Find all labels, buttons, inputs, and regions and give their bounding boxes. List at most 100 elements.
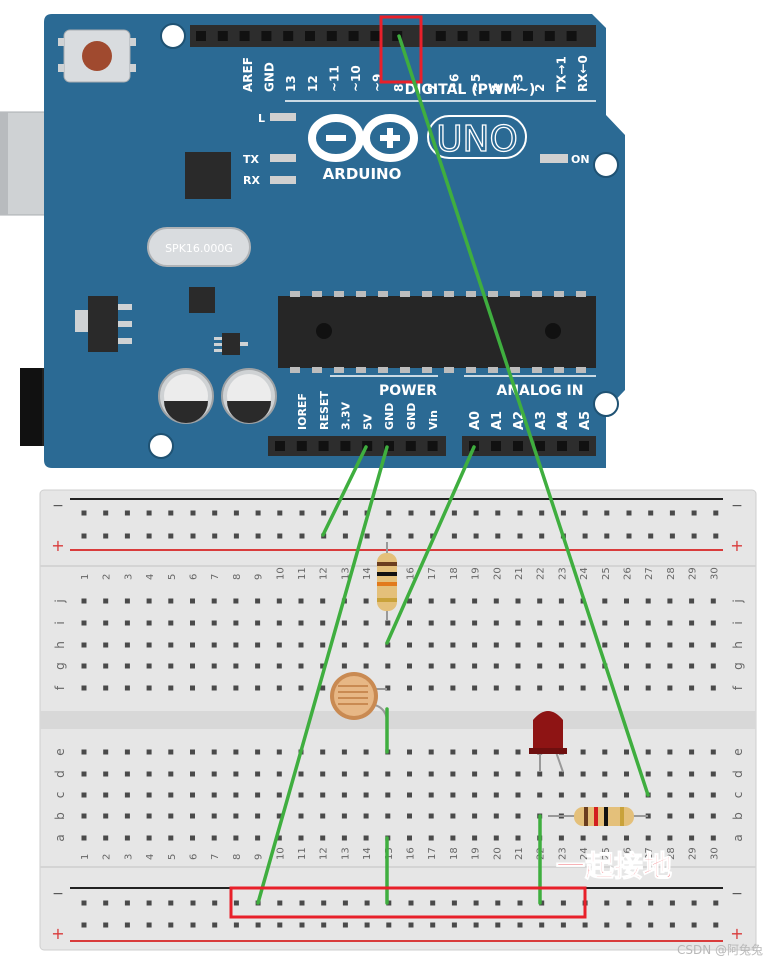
terminal-hole[interactable] (645, 749, 651, 755)
terminal-hole[interactable] (168, 835, 174, 841)
header-hole[interactable] (275, 441, 285, 451)
terminal-hole[interactable] (602, 642, 608, 648)
terminal-hole[interactable] (689, 771, 695, 777)
header-hole[interactable] (579, 441, 589, 451)
rail-hole[interactable] (168, 922, 174, 928)
terminal-hole[interactable] (450, 685, 456, 691)
terminal-hole[interactable] (190, 813, 195, 819)
terminal-hole[interactable] (124, 792, 130, 798)
terminal-hole[interactable] (363, 835, 369, 841)
terminal-hole[interactable] (645, 813, 651, 819)
rail-hole[interactable] (648, 922, 654, 928)
terminal-hole[interactable] (407, 685, 412, 691)
rail-hole[interactable] (190, 533, 196, 539)
terminal-hole[interactable] (710, 642, 716, 648)
header-hole[interactable] (523, 31, 533, 41)
terminal-hole[interactable] (190, 620, 195, 626)
terminal-hole[interactable] (580, 771, 586, 777)
rail-hole[interactable] (713, 533, 719, 539)
terminal-hole[interactable] (407, 642, 412, 648)
terminal-hole[interactable] (276, 598, 282, 604)
terminal-hole[interactable] (168, 663, 174, 669)
terminal-hole[interactable] (602, 792, 608, 798)
terminal-hole[interactable] (146, 835, 152, 841)
rail-hole[interactable] (408, 922, 414, 928)
terminal-hole[interactable] (667, 813, 673, 819)
terminal-hole[interactable] (190, 642, 195, 648)
terminal-hole[interactable] (233, 642, 239, 648)
terminal-hole[interactable] (515, 835, 521, 841)
terminal-hole[interactable] (103, 685, 109, 691)
terminal-hole[interactable] (710, 685, 716, 691)
rail-hole[interactable] (168, 900, 174, 906)
terminal-hole[interactable] (363, 642, 369, 648)
rail-hole[interactable] (277, 510, 283, 516)
terminal-hole[interactable] (168, 749, 174, 755)
header-hole[interactable] (370, 31, 381, 41)
rail-hole[interactable] (364, 922, 370, 928)
terminal-hole[interactable] (493, 749, 499, 755)
terminal-hole[interactable] (320, 685, 326, 691)
terminal-hole[interactable] (580, 620, 586, 626)
terminal-hole[interactable] (407, 813, 412, 819)
terminal-hole[interactable] (580, 749, 586, 755)
header-hole[interactable] (239, 31, 250, 41)
header-hole[interactable] (557, 441, 567, 451)
terminal-hole[interactable] (624, 771, 629, 777)
terminal-hole[interactable] (493, 771, 499, 777)
terminal-hole[interactable] (472, 835, 478, 841)
terminal-hole[interactable] (385, 663, 391, 669)
terminal-hole[interactable] (515, 598, 521, 604)
rail-hole[interactable] (626, 533, 632, 539)
terminal-hole[interactable] (450, 792, 456, 798)
terminal-hole[interactable] (124, 663, 130, 669)
rail-hole[interactable] (626, 510, 632, 516)
terminal-hole[interactable] (341, 813, 347, 819)
header-hole[interactable] (261, 31, 272, 41)
rail-hole[interactable] (255, 533, 261, 539)
rail-hole[interactable] (299, 510, 305, 516)
terminal-hole[interactable] (146, 792, 152, 798)
rail-hole[interactable] (364, 900, 370, 906)
terminal-hole[interactable] (537, 642, 543, 648)
terminal-hole[interactable] (407, 620, 412, 626)
terminal-hole[interactable] (363, 620, 369, 626)
rail-hole[interactable] (495, 922, 501, 928)
terminal-hole[interactable] (124, 642, 130, 648)
rail-hole[interactable] (408, 900, 414, 906)
header-hole[interactable] (340, 441, 351, 451)
terminal-hole[interactable] (363, 663, 369, 669)
terminal-hole[interactable] (667, 685, 673, 691)
terminal-hole[interactable] (190, 835, 195, 841)
terminal-hole[interactable] (493, 620, 499, 626)
rail-hole[interactable] (386, 922, 392, 928)
header-hole[interactable] (479, 31, 490, 41)
terminal-hole[interactable] (190, 663, 195, 669)
terminal-hole[interactable] (580, 835, 586, 841)
terminal-hole[interactable] (407, 598, 412, 604)
terminal-hole[interactable] (450, 663, 456, 669)
rail-hole[interactable] (81, 922, 87, 928)
resistor-vertical[interactable] (377, 542, 397, 621)
terminal-hole[interactable] (385, 771, 391, 777)
terminal-hole[interactable] (255, 771, 261, 777)
rail-hole[interactable] (473, 922, 479, 928)
rail-hole[interactable] (669, 510, 675, 516)
rail-hole[interactable] (604, 900, 610, 906)
terminal-hole[interactable] (602, 598, 608, 604)
terminal-hole[interactable] (103, 792, 109, 798)
terminal-hole[interactable] (385, 685, 391, 691)
terminal-hole[interactable] (602, 835, 608, 841)
terminal-hole[interactable] (624, 835, 629, 841)
terminal-hole[interactable] (81, 685, 87, 691)
terminal-hole[interactable] (645, 685, 651, 691)
terminal-hole[interactable] (341, 792, 347, 798)
terminal-hole[interactable] (428, 685, 434, 691)
header-hole[interactable] (535, 441, 545, 451)
terminal-hole[interactable] (298, 685, 304, 691)
terminal-hole[interactable] (580, 642, 586, 648)
rail-hole[interactable] (81, 533, 87, 539)
terminal-hole[interactable] (211, 792, 217, 798)
header-hole[interactable] (296, 441, 307, 451)
terminal-hole[interactable] (320, 620, 326, 626)
